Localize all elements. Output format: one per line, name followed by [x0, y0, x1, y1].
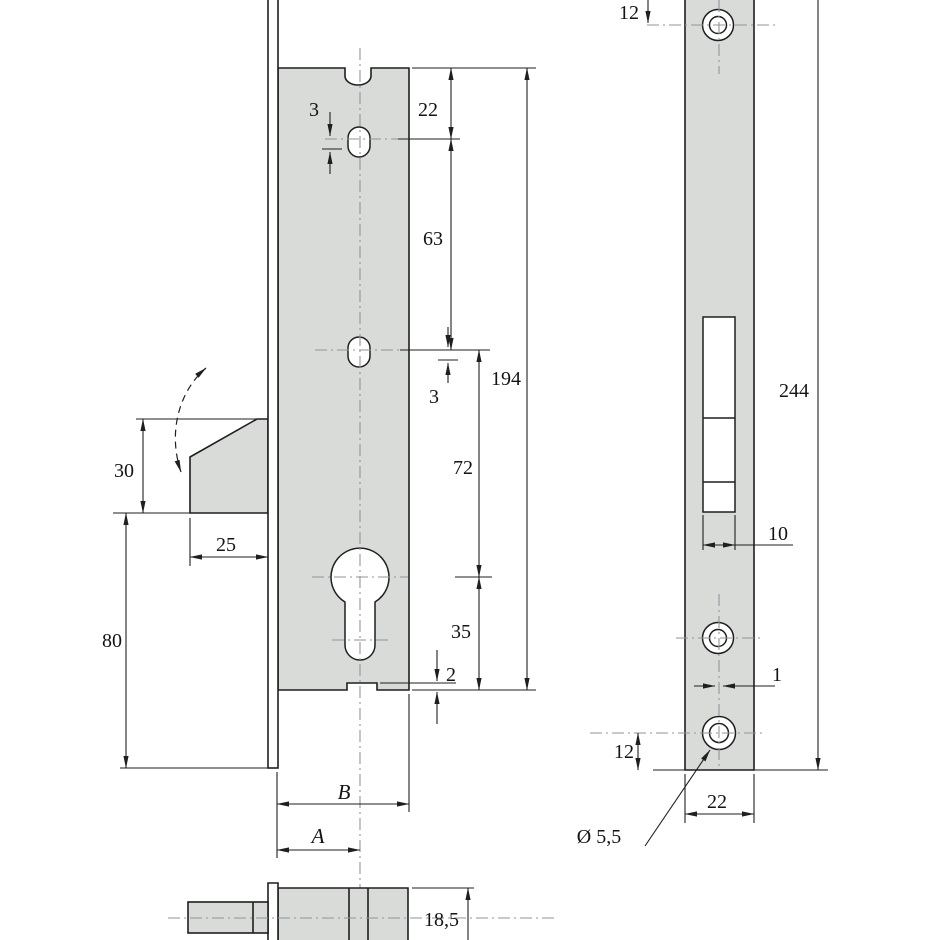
dim-label-bottom-hole-offset: 12: [614, 741, 634, 763]
dim-slot-play-mid: 3: [400, 327, 490, 408]
dim-case-height: 194: [412, 67, 536, 691]
hook-bolt: [189, 418, 269, 514]
section-faceplate-lip: [267, 882, 279, 940]
dim-label-hole-to-cylinder: 72: [453, 457, 473, 479]
dim-label-hole-spacing: 63: [423, 228, 443, 250]
dim-label-top-hole-offset: 12: [619, 2, 639, 24]
dim-label-hook-depth: 25: [216, 534, 236, 556]
screw-slot-top: [347, 126, 371, 158]
dim-top-edge-to-hole: 22: [398, 67, 536, 140]
dim-label-faceplate-width: 22: [707, 791, 727, 813]
dim-faceplate-width: 22: [684, 774, 755, 823]
dim-label-case-depth-b: B: [338, 780, 351, 804]
faceplate-screw-hole-middle: [701, 621, 735, 655]
dim-label-faceplate-length: 244: [779, 380, 809, 402]
hook-swing-arc-icon: [174, 367, 207, 473]
dim-cylinder-to-bottom: 35: [451, 576, 482, 691]
dim-label-backset-a: A: [310, 824, 325, 848]
dim-hole-line-offset: 1: [694, 664, 782, 689]
dim-top-hole-offset: 12: [619, 0, 651, 24]
dim-label-cylinder-to-bottom: 35: [451, 621, 471, 643]
dim-label-hook-height: 30: [114, 460, 134, 482]
dim-case-thickness: 18,5: [412, 887, 474, 940]
front-view-centerlines: [312, 48, 408, 940]
dim-hook-height: 30: [113, 418, 258, 514]
dim-label-slot-play-mid: 3: [429, 386, 439, 408]
dim-hook-to-plate-end: 80: [102, 512, 272, 769]
dim-label-notch-depth: 2: [446, 664, 456, 686]
dim-label-cutout-width: 10: [768, 523, 788, 545]
dim-label-slot-play-top: 3: [309, 99, 319, 121]
dim-label-case-height: 194: [491, 368, 521, 390]
dim-faceplate-length: 244: [779, 0, 821, 771]
lock-case-body: [277, 67, 410, 691]
dim-hole-to-cylinder: 72: [453, 349, 492, 578]
faceplate-edge: [267, 0, 279, 769]
section-case: [277, 887, 409, 940]
dim-backset-a: A: [276, 824, 361, 853]
bottom-section-view: 18,5: [168, 882, 556, 940]
screw-slot-middle: [347, 336, 371, 368]
dim-slot-play-top: 3: [309, 99, 342, 174]
dim-label-case-thickness: 18,5: [424, 909, 459, 931]
dim-label-hook-to-plate-end: 80: [102, 630, 122, 652]
dim-label-screw-hole-diameter: Ø 5,5: [577, 826, 621, 848]
dim-hole-spacing: 63: [423, 138, 454, 351]
dim-label-top-edge-to-hole: 22: [418, 99, 438, 121]
dim-case-depth-b: B: [276, 694, 410, 858]
callout-screw-hole-diameter: Ø 5,5: [577, 749, 711, 848]
dim-bottom-hole-offset: 12: [614, 732, 828, 771]
faceplate-view: 12 244 10 1 12: [577, 0, 828, 848]
dim-cutout-width: 10: [702, 515, 793, 550]
dim-notch-depth: 2: [380, 650, 456, 724]
faceplate-centerlines: [590, 0, 778, 770]
hook-cutout: [702, 316, 736, 513]
dim-label-hole-line-offset: 1: [772, 664, 782, 686]
dim-hook-depth: 25: [189, 518, 269, 566]
front-view: 3 22 63 194 3: [102, 0, 536, 940]
